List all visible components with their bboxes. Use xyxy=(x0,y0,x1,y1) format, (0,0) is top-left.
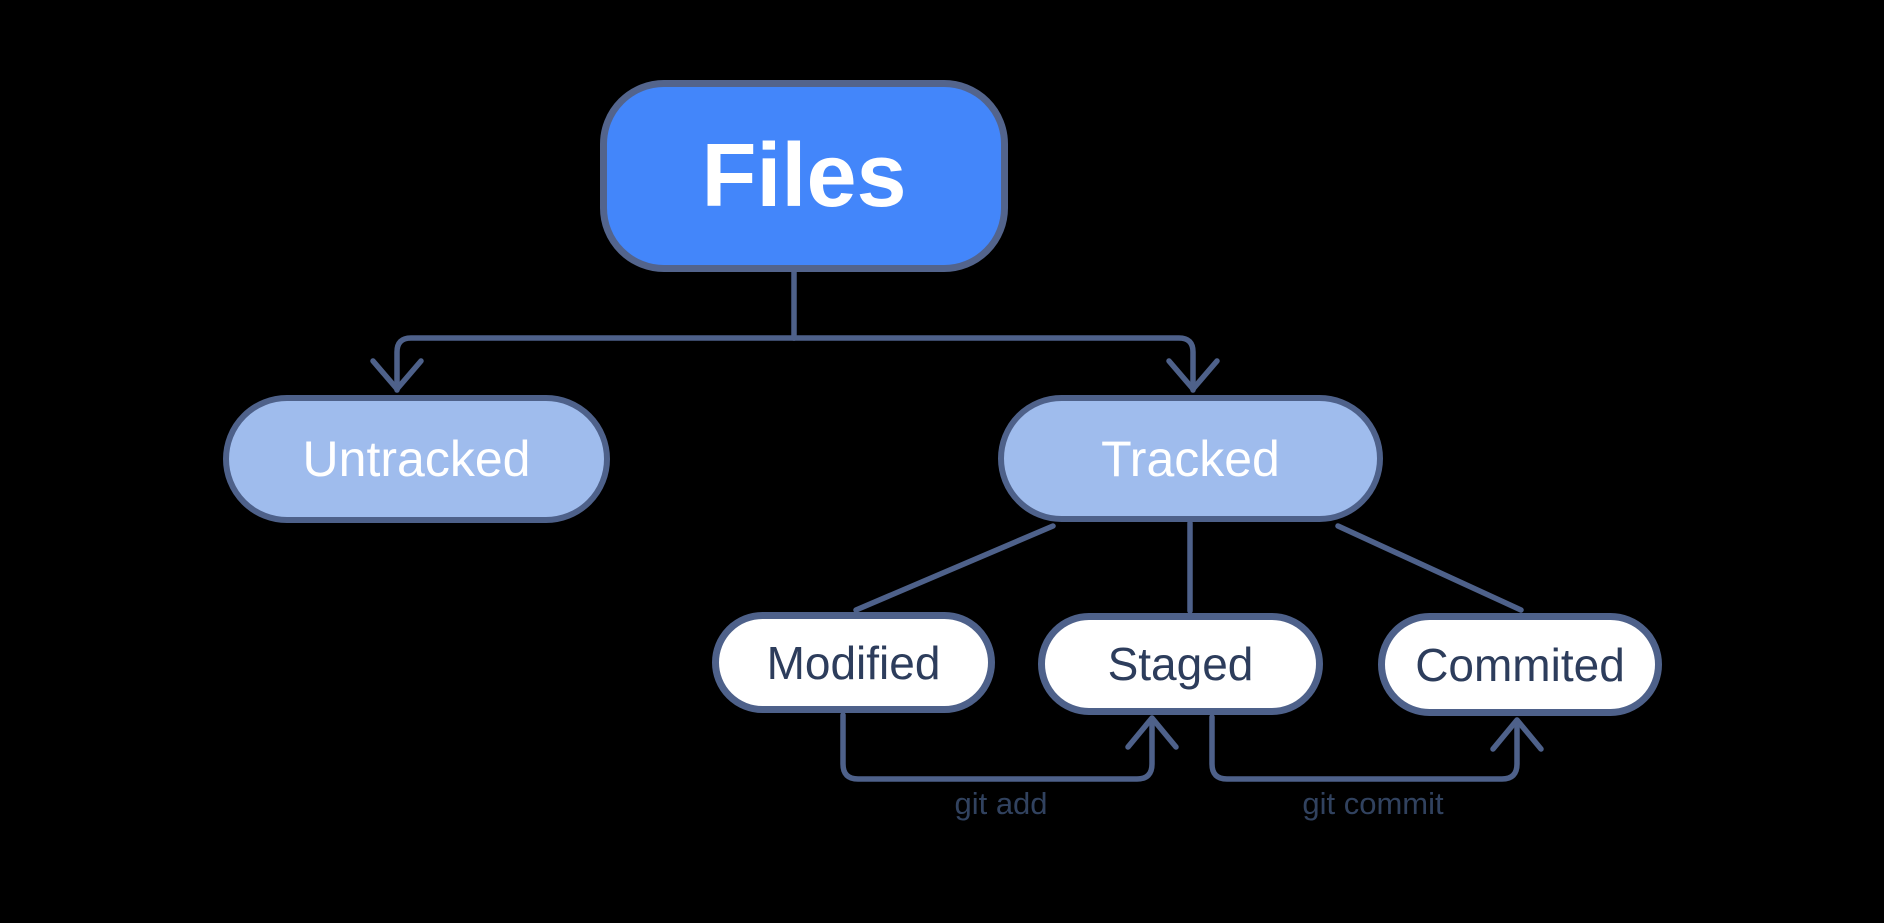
edge-modified-staged xyxy=(840,712,1155,782)
node-tracked: Tracked xyxy=(998,395,1383,522)
node-staged: Staged xyxy=(1038,613,1323,715)
arrowhead-down-untracked-icon xyxy=(370,358,424,392)
edge-tracked-modified xyxy=(853,523,1056,613)
arrowhead-up-staged-icon xyxy=(1125,715,1179,750)
node-commited-label: Commited xyxy=(1415,638,1625,691)
node-files-label: Files xyxy=(701,126,907,226)
edge-label-git-commit: git commit xyxy=(1302,786,1444,821)
node-untracked-label: Untracked xyxy=(302,431,531,487)
edge-files-untracked xyxy=(394,335,797,393)
edge-files-tracked xyxy=(791,335,1196,393)
node-tracked-label: Tracked xyxy=(1101,430,1280,487)
node-files: Files xyxy=(600,80,1008,272)
arrowhead-down-tracked-icon xyxy=(1166,358,1220,392)
node-modified-label: Modified xyxy=(766,636,941,689)
arrowhead-up-commited-icon xyxy=(1490,717,1544,752)
node-staged-label: Staged xyxy=(1107,638,1254,690)
edge-label-git-add: git add xyxy=(954,786,1048,821)
node-untracked: Untracked xyxy=(223,395,610,523)
edge-staged-commited xyxy=(1209,714,1520,782)
node-modified: Modified xyxy=(712,612,995,713)
edge-tracked-commited xyxy=(1335,523,1524,613)
node-commited: Commited xyxy=(1378,613,1662,716)
